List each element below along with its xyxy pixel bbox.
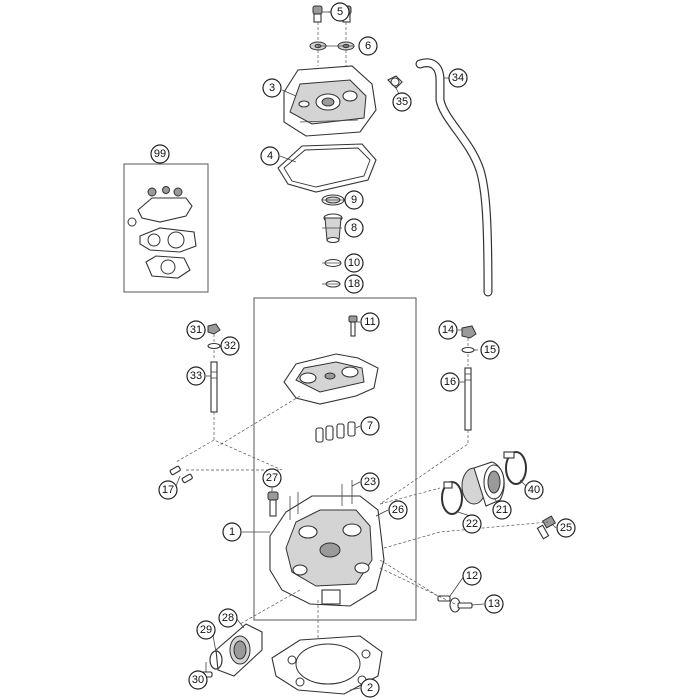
callout-31-label: 31 <box>190 324 202 336</box>
callout-9-label: 9 <box>351 194 357 206</box>
callout-15: 15 <box>480 340 500 360</box>
callout-29: 29 <box>196 620 216 640</box>
spark-plug-tube-8 <box>323 213 343 244</box>
callout-4: 4 <box>260 146 280 166</box>
callout-6-label: 6 <box>365 40 371 52</box>
callout-3-label: 3 <box>269 82 275 94</box>
nut-31 <box>207 323 221 335</box>
callout-35: 35 <box>392 92 412 112</box>
callout-26: 26 <box>388 500 408 520</box>
callout-8-label: 8 <box>351 222 357 234</box>
callout-11-label: 11 <box>364 316 375 328</box>
callout-21-label: 21 <box>496 504 508 516</box>
callout-26-label: 26 <box>392 504 404 516</box>
callout-27-label: 27 <box>266 472 278 484</box>
callout-30: 30 <box>188 670 208 690</box>
nut-14 <box>461 325 477 339</box>
gasket-kit-frame <box>123 163 209 293</box>
callout-32-label: 32 <box>224 340 236 352</box>
gasket-kit-contents <box>127 186 197 279</box>
callout-12: 12 <box>462 566 482 586</box>
callout-28-label: 28 <box>222 612 234 624</box>
valve-cover <box>283 65 377 137</box>
callout-14-label: 14 <box>442 324 454 336</box>
callout-17-label: 17 <box>162 484 174 496</box>
cylinder-head <box>269 495 385 607</box>
callout-12-label: 12 <box>466 570 478 582</box>
callout-13: 13 <box>484 594 504 614</box>
callout-40-label: 40 <box>528 484 540 496</box>
callout-5-label: 5 <box>337 6 343 18</box>
callout-32: 32 <box>220 336 240 356</box>
callout-2: 2 <box>360 678 380 698</box>
callout-23-label: 23 <box>364 476 376 488</box>
valve-cover-gasket <box>277 143 377 193</box>
camshaft-carrier <box>283 353 379 405</box>
callout-22-label: 22 <box>466 518 478 530</box>
callout-16-label: 16 <box>444 376 456 388</box>
callout-33: 33 <box>186 366 206 386</box>
callout-1-label: 1 <box>229 526 235 538</box>
valve-lifters-7 <box>315 421 356 443</box>
callout-7: 7 <box>360 416 380 436</box>
callout-18: 18 <box>344 274 364 294</box>
callout-99-label: 99 <box>154 148 166 160</box>
stud-33 <box>210 361 218 413</box>
callout-3: 3 <box>262 78 282 98</box>
callout-11: 11 <box>360 312 380 332</box>
clamp-22 <box>441 481 463 515</box>
callout-17: 17 <box>158 480 178 500</box>
callout-18-label: 18 <box>348 278 360 290</box>
screw-13 <box>449 597 473 613</box>
callout-34-label: 34 <box>452 72 464 84</box>
callout-13-label: 13 <box>488 598 500 610</box>
callout-10: 10 <box>344 253 364 273</box>
callout-23: 23 <box>360 472 380 492</box>
hose-clamp-35 <box>387 75 403 89</box>
stud-16 <box>464 367 472 431</box>
callout-99: 99 <box>150 144 170 164</box>
clamp-40 <box>503 451 527 485</box>
callout-40: 40 <box>524 480 544 500</box>
callout-27: 27 <box>262 468 282 488</box>
sensor-25 <box>536 515 557 540</box>
callout-25-label: 25 <box>560 522 572 534</box>
head-gasket <box>271 635 383 695</box>
sensor-27 <box>267 491 279 517</box>
breather-hose <box>415 58 493 297</box>
intake-flange-21 <box>461 461 505 507</box>
bolt-11 <box>348 315 358 337</box>
callout-22: 22 <box>462 514 482 534</box>
callout-16: 16 <box>440 372 460 392</box>
callout-29-label: 29 <box>200 624 212 636</box>
callout-30-label: 30 <box>192 674 204 686</box>
callout-2-label: 2 <box>367 682 373 694</box>
callout-5: 5 <box>330 2 350 22</box>
callout-4-label: 4 <box>267 150 273 162</box>
callout-9: 9 <box>344 190 364 210</box>
callout-8: 8 <box>344 218 364 238</box>
screws-17 <box>169 465 193 484</box>
washer-32 <box>207 342 221 350</box>
callout-6: 6 <box>358 36 378 56</box>
callout-1: 1 <box>222 522 242 542</box>
callout-28: 28 <box>218 608 238 628</box>
callout-33-label: 33 <box>190 370 202 382</box>
callout-31: 31 <box>186 320 206 340</box>
cylinder-head-frame <box>253 297 417 621</box>
callout-10-label: 10 <box>348 257 360 269</box>
callout-7-label: 7 <box>367 420 373 432</box>
callout-21: 21 <box>492 500 512 520</box>
callout-35-label: 35 <box>396 96 408 108</box>
callout-25: 25 <box>556 518 576 538</box>
callout-15-label: 15 <box>484 344 496 356</box>
screw-5-left <box>312 5 323 23</box>
washer-15 <box>461 346 475 354</box>
exhaust-flange-28 <box>215 623 263 677</box>
callout-34: 34 <box>448 68 468 88</box>
callout-14: 14 <box>438 320 458 340</box>
